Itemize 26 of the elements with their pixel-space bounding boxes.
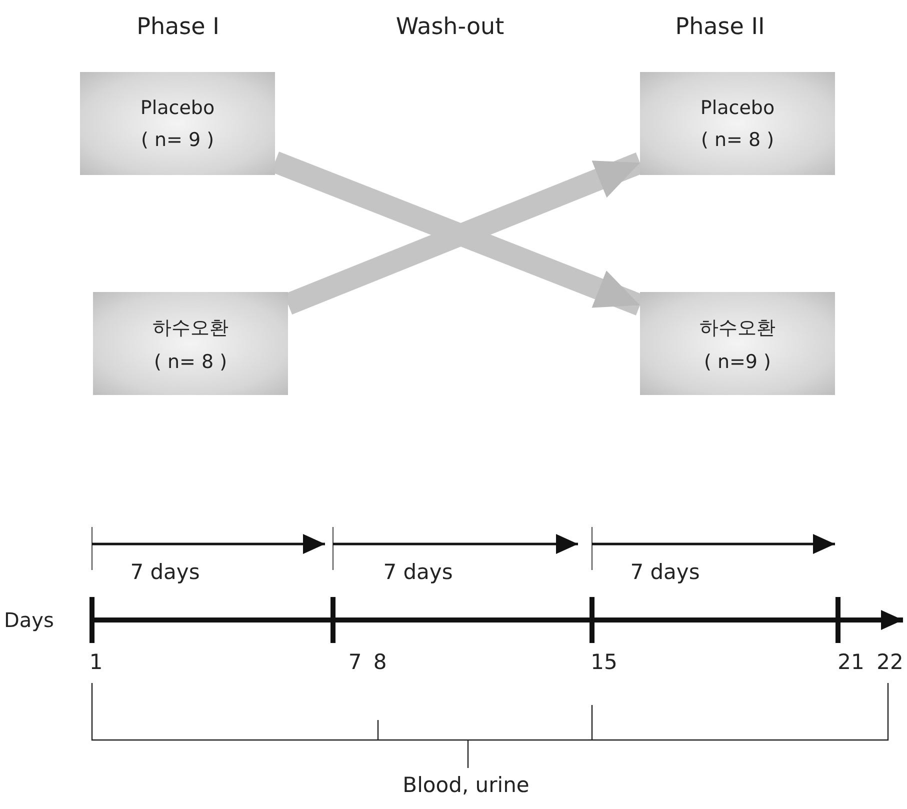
sample-size: ( n= 8 ) (701, 128, 774, 150)
group-box (640, 72, 835, 175)
sample-size: ( n=9 ) (704, 350, 771, 372)
duration-label: 7 days (630, 560, 700, 584)
group-name: 하수오환 (152, 316, 228, 340)
day-number: 15 (590, 650, 618, 674)
sample-size: ( n= 8 ) (154, 350, 227, 372)
sampling-note: Blood, urine (402, 773, 530, 797)
phase-heading: Phase II (675, 14, 765, 40)
group-box (640, 292, 835, 395)
sample-size: ( n= 9 ) (141, 128, 214, 150)
axis-label: Days (4, 608, 54, 632)
group-name: 하수오환 (700, 316, 776, 340)
group-box (93, 292, 288, 395)
duration-label: 7 days (383, 560, 453, 584)
day-number: 1 (89, 650, 103, 674)
day-number: 22 (876, 650, 904, 674)
group-box (80, 72, 275, 175)
phase-heading: Phase I (136, 14, 220, 40)
duration-label: 7 days (130, 560, 200, 584)
phase-heading: Wash-out (396, 14, 504, 40)
day-number: 21 (838, 650, 864, 674)
day-number: 7 (348, 650, 362, 674)
group-name: Placebo (140, 96, 215, 118)
day-number: 8 (373, 650, 387, 674)
group-name: Placebo (700, 96, 775, 118)
